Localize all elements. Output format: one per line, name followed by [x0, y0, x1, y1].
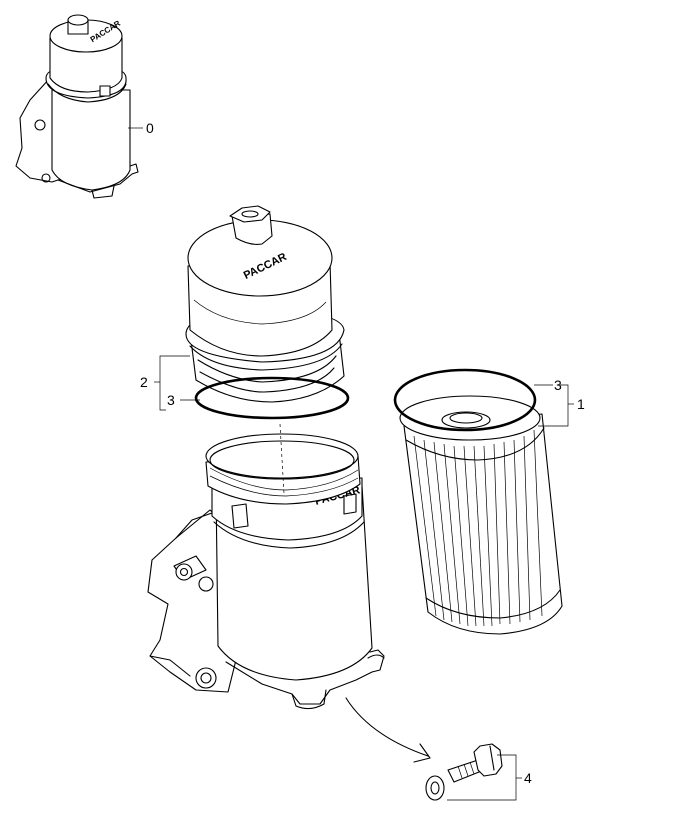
assembly-thumbnail: PACCAR: [15, 14, 143, 199]
filter-cap: PACCAR: [185, 205, 345, 403]
callout-leaders: [154, 355, 574, 801]
callout-o-ring-3-cap: 3: [167, 392, 175, 408]
o-ring-filter: [393, 368, 537, 432]
filter-housing: PACCAR: [147, 423, 385, 710]
bolt-assembly: [345, 697, 503, 801]
filter-element: [399, 395, 563, 635]
callout-bolt-kit-4: 4: [524, 770, 532, 786]
callout-o-ring-3-filter: 3: [554, 377, 562, 393]
callout-cap-kit-2: 2: [140, 374, 148, 390]
callout-filter-element-1: 1: [577, 396, 585, 412]
callout-assembly-0: 0: [146, 120, 154, 136]
o-ring-cap: [194, 376, 350, 420]
